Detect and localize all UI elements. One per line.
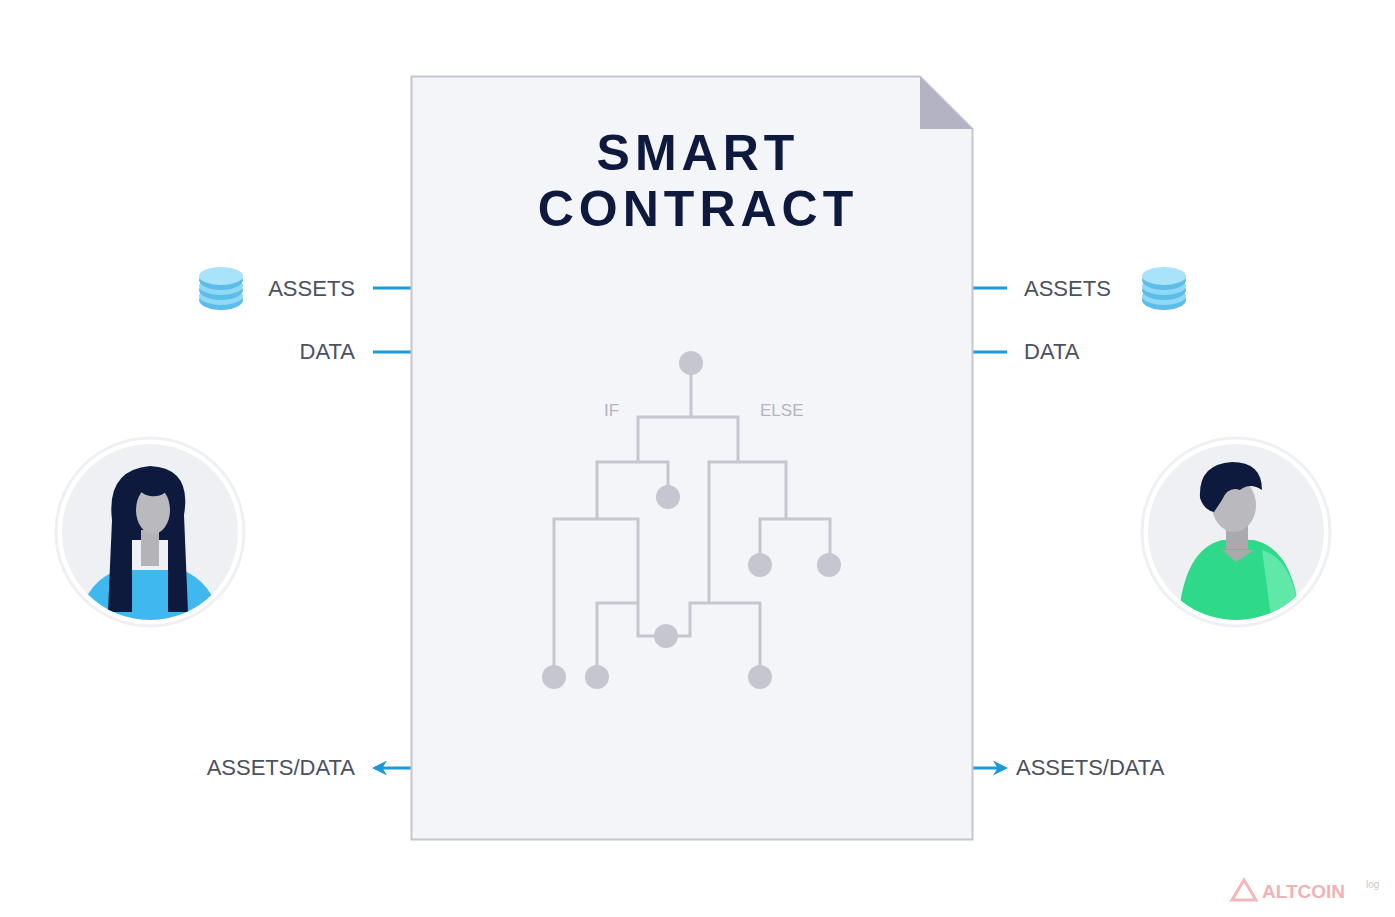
page-shape	[412, 77, 973, 840]
tree-node-dot	[585, 665, 609, 689]
tree-node-dot	[817, 553, 841, 577]
tree-branch	[638, 417, 738, 462]
tree-node-dot	[679, 351, 703, 375]
tree-node-dot	[748, 553, 772, 577]
flow-label: ASSETS/DATA	[207, 755, 355, 781]
woman-avatar	[56, 438, 244, 626]
watermark: log	[1366, 879, 1379, 891]
tree-branch	[666, 603, 760, 677]
decision-tree	[542, 351, 841, 689]
branch-label: ELSE	[760, 401, 803, 421]
coin-stack	[199, 267, 243, 310]
tree-branch	[554, 519, 666, 677]
man-avatar	[1142, 438, 1330, 626]
watermark: ALTCOIN	[1262, 880, 1345, 903]
folded-corner	[920, 77, 973, 130]
tree-branch	[597, 603, 638, 677]
tree-branch	[709, 462, 786, 603]
tree-branch	[597, 462, 668, 519]
flow-label: DATA	[1024, 339, 1079, 365]
document-title: SMART CONTRACT	[518, 125, 878, 237]
coin-stack	[1142, 267, 1186, 310]
flow-label: DATA	[300, 339, 355, 365]
flow-label: ASSETS	[1024, 276, 1111, 302]
tree-node-dot	[748, 665, 772, 689]
watermark-logo	[1232, 880, 1256, 900]
branch-label: IF	[604, 401, 619, 421]
flow-label: ASSETS	[268, 276, 355, 302]
flow-label: ASSETS/DATA	[1016, 755, 1164, 781]
tree-node-dot	[542, 665, 566, 689]
tree-node-dot	[656, 485, 680, 509]
contract-document: SMART CONTRACT	[410, 75, 974, 841]
tree-node-dot	[654, 624, 678, 648]
